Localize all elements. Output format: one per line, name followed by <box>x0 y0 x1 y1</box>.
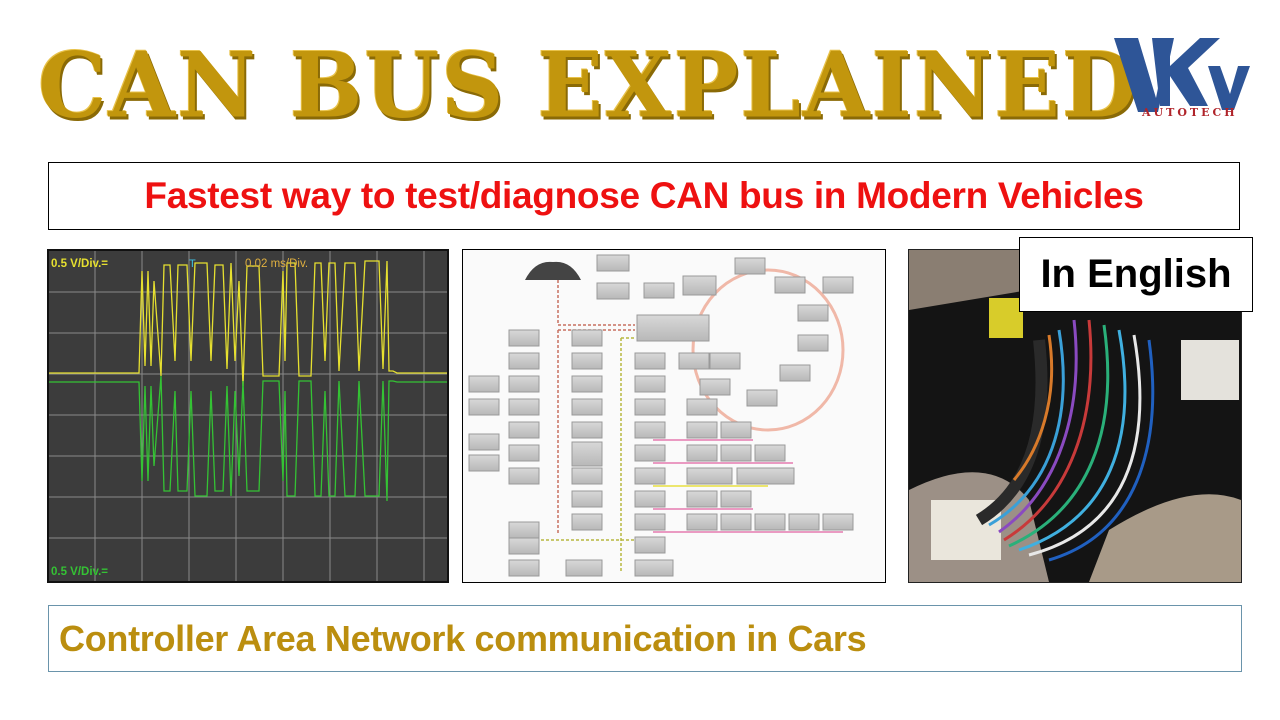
language-badge-text: In English <box>1040 252 1232 296</box>
ch1-scale-label: 0.5 V/Div.= <box>51 258 109 270</box>
timebase-label: 0.02 ms/Div. <box>245 258 309 270</box>
page-title: CAN BUS EXPLAINED <box>38 32 1139 139</box>
instrument-cluster-icon <box>525 261 581 280</box>
wiring-harness-image <box>909 250 1241 582</box>
vk-autotech-logo-icon <box>1114 38 1250 112</box>
footer-banner: Controller Area Network communication in… <box>48 605 1242 672</box>
oscilloscope-traces: T <box>49 251 447 581</box>
subtitle-banner: Fastest way to test/diagnose CAN bus in … <box>48 162 1240 230</box>
network-topology-graphic <box>468 254 854 577</box>
language-badge: In English <box>1019 237 1253 312</box>
wiring-harness-photo <box>908 249 1242 583</box>
oscilloscope-panel: T 0.5 V/Div.= 0.02 ms/Div. 0.5 V/Div.= <box>47 249 449 583</box>
ch2-scale-label: 0.5 V/Div.= <box>51 566 109 578</box>
footer-text: Controller Area Network communication in… <box>59 617 867 659</box>
subtitle-text: Fastest way to test/diagnose CAN bus in … <box>144 175 1144 216</box>
can-network-diagram <box>462 249 886 583</box>
logo-caption: AUTOTECH <box>1142 106 1238 119</box>
svg-text:T: T <box>189 258 196 270</box>
